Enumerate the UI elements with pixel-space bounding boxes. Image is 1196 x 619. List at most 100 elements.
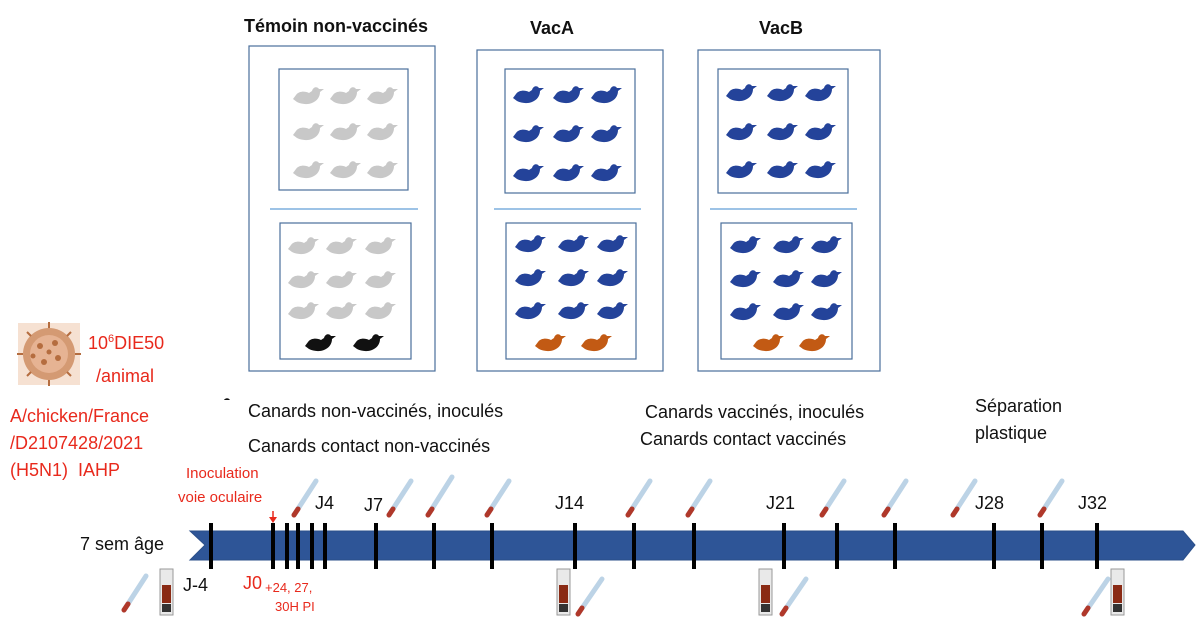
day-label-j14: J14	[555, 493, 585, 513]
vacb-enclosure	[697, 49, 881, 372]
duck-blue-icon	[767, 161, 798, 179]
blood-tube-icon	[1110, 568, 1125, 616]
duck-orange-icon	[581, 334, 612, 352]
swab-icon	[291, 478, 319, 518]
timeline-svg	[121, 474, 1196, 617]
duck-gray-icon	[326, 271, 357, 289]
duck-blue-icon	[597, 302, 628, 320]
duck-gray-icon	[367, 161, 398, 179]
inoculation-arrow	[269, 511, 277, 523]
duck-blue-icon	[805, 123, 836, 141]
duck-blue-icon	[558, 235, 589, 253]
duck-gray-icon	[365, 302, 396, 320]
legend-blue-label: Canards contact vaccinés	[640, 429, 847, 449]
swab-icon	[425, 474, 455, 518]
duck-blue-icon	[805, 161, 836, 179]
group-title-vaca: VacA	[530, 18, 575, 38]
duck-blue-icon	[730, 303, 761, 321]
duck-gray-icon	[326, 302, 357, 320]
blood-tube-icon	[556, 568, 571, 616]
duck-blue-icon	[726, 84, 757, 102]
vaca-top-pen	[504, 68, 636, 194]
duck-blue-icon	[811, 270, 842, 288]
duck-blue-icon	[726, 161, 757, 179]
duck-gray-icon	[288, 237, 319, 255]
virus-dose-per: /animal	[96, 366, 155, 386]
swab-icon	[1081, 576, 1111, 617]
duck-gray-icon	[365, 237, 396, 255]
duck-blue-icon	[553, 164, 584, 182]
duck-blue-icon	[513, 164, 544, 182]
virus-strain-line1: A/chicken/France	[10, 406, 150, 426]
blood-tube-icon	[758, 568, 773, 616]
swab-icon	[484, 478, 512, 518]
swab-icon	[950, 478, 978, 518]
dose-base: 10	[88, 333, 109, 353]
legend-gray-label: Canards contact non-vaccinés	[248, 436, 491, 456]
sampling-icons-bottom	[121, 568, 1125, 617]
control-bottom-pen	[279, 222, 412, 360]
duck-blue-icon	[773, 303, 804, 321]
duck-blue-icon	[773, 236, 804, 254]
duck-blue-icon	[591, 164, 622, 182]
virus-strain-line2: /D2107428/2021	[10, 433, 144, 453]
duck-blue-icon	[597, 235, 628, 253]
duck-blue-icon	[513, 86, 544, 104]
day-label-j21: J21	[766, 493, 796, 513]
swab-icon	[121, 573, 149, 613]
duck-gray-icon	[330, 123, 361, 141]
duck-blue-icon	[515, 302, 546, 320]
duck-orange-icon	[753, 334, 784, 352]
legend-orange-label: Canards vaccinés, inoculés	[645, 402, 865, 422]
duck-orange-icon	[535, 334, 566, 352]
duck-blue-icon	[553, 125, 584, 143]
swab-icons-top	[291, 474, 1065, 518]
duck-blue-icon	[591, 125, 622, 143]
inoculation-label-2: voie oculaire	[178, 489, 263, 506]
swab-icon	[625, 478, 653, 518]
inoculation-label-1: Inoculation	[186, 465, 259, 482]
duck-blue-icon	[811, 236, 842, 254]
group-title-vacb: VacB	[759, 18, 804, 38]
vaca-bottom-pen	[505, 222, 637, 360]
legend-black-label: Canards non-vaccinés, inoculés	[248, 401, 504, 421]
duck-blue-icon	[773, 270, 804, 288]
duck-gray-icon	[293, 161, 324, 179]
age-label: 7 sem âge	[80, 534, 165, 554]
vacb-top-pen	[717, 68, 849, 194]
swab-icon	[575, 576, 605, 617]
duck-blue-icon	[811, 303, 842, 321]
panels-svg	[17, 45, 881, 400]
duck-gray-icon	[293, 87, 324, 105]
swab-icon	[1037, 478, 1065, 518]
swab-icon	[779, 576, 809, 617]
duck-blue-icon	[513, 125, 544, 143]
swab-icon	[881, 478, 909, 518]
duck-blue-icon	[597, 269, 628, 287]
virus-dose: 106DIE50	[88, 333, 164, 354]
group-title-control: Témoin non-vaccinés	[244, 16, 429, 36]
duck-blue-icon	[515, 269, 546, 287]
day-label-j4: J4	[315, 493, 335, 513]
duck-gray-icon	[288, 271, 319, 289]
legend-separation-label-2: plastique	[975, 423, 1048, 443]
dose-unit: DIE50	[114, 333, 165, 353]
vacb-bottom-pen	[720, 222, 853, 360]
day-label-j0-extra-2: 30H PI	[275, 599, 315, 614]
day-label-jm4: J-4	[183, 575, 209, 595]
day-label-j7: J7	[364, 495, 384, 515]
duck-blue-icon	[767, 123, 798, 141]
duck-orange-icon	[799, 334, 830, 352]
vaca-enclosure	[476, 49, 664, 372]
duck-blue-icon	[558, 269, 589, 287]
duck-black-icon	[305, 334, 336, 352]
dose-exponent: 6	[108, 333, 115, 345]
duck-blue-icon	[558, 302, 589, 320]
duck-gray-icon	[326, 237, 357, 255]
legend-black-duck-icon	[204, 398, 235, 400]
duck-blue-icon	[726, 123, 757, 141]
day-label-j32: J32	[1078, 493, 1108, 513]
duck-blue-icon	[730, 270, 761, 288]
duck-blue-icon	[591, 86, 622, 104]
virus-strain-line3: (H5N1) IAHP	[10, 460, 121, 480]
